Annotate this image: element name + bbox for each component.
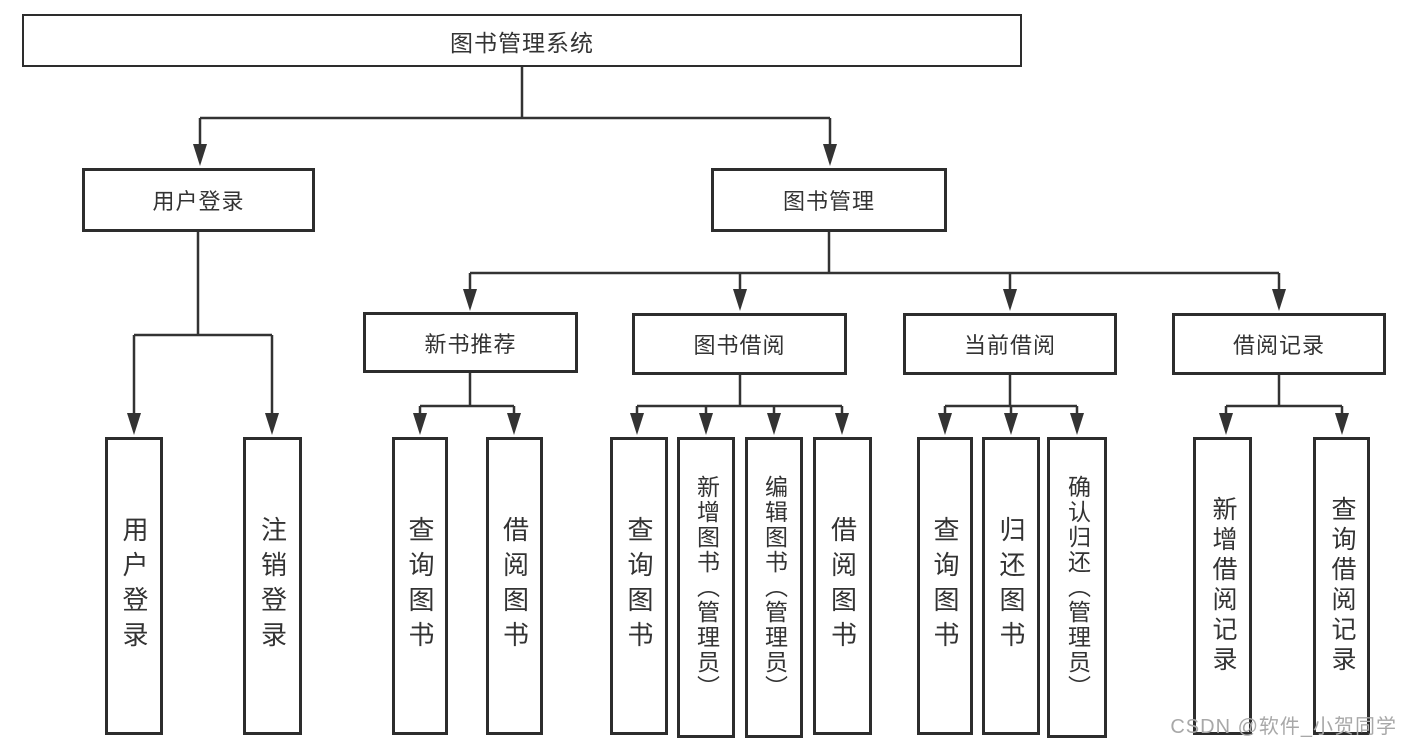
csdn-watermark: CSDN @软件_小贺同学 bbox=[1170, 716, 1397, 738]
leaf-add-borrow-record: 新增借阅记录 bbox=[1193, 437, 1252, 735]
node-current-borrow-label: 当前借阅 bbox=[963, 333, 1056, 358]
node-new-book-recommend-label: 新书推荐 bbox=[424, 331, 517, 357]
leaf-edit-book-admin-label: 编辑图书（管理员） bbox=[761, 475, 788, 700]
leaf-borrow-borrow-books-label: 借阅图书 bbox=[827, 516, 858, 656]
node-user-login-branch: 用户登录 bbox=[82, 168, 315, 232]
leaf-confirm-return-admin-label: 确认归还（管理员） bbox=[1064, 475, 1091, 700]
leaf-add-borrow-record-label: 新增借阅记录 bbox=[1209, 496, 1237, 676]
leaf-borrow-borrow-books: 借阅图书 bbox=[813, 437, 872, 735]
node-user-login-branch-label: 用户登录 bbox=[152, 189, 245, 214]
leaf-return-books: 归还图书 bbox=[982, 437, 1040, 735]
leaf-query-borrow-record-label: 查询借阅记录 bbox=[1328, 496, 1356, 676]
connector-paths bbox=[132, 67, 1344, 418]
arrowheads bbox=[127, 144, 1349, 435]
leaf-borrow-query-books: 查询图书 bbox=[610, 437, 668, 735]
node-book-borrow: 图书借阅 bbox=[632, 313, 847, 375]
leaf-user-login-label: 用户登录 bbox=[119, 516, 149, 656]
node-book-management-label: 图书管理 bbox=[782, 189, 875, 214]
leaf-add-book-admin-label: 新增图书（管理员） bbox=[693, 475, 720, 700]
leaf-logout-label: 注销登录 bbox=[257, 516, 288, 656]
leaf-borrow-query-books-label: 查询图书 bbox=[624, 516, 654, 656]
leaf-current-query-books-label: 查询图书 bbox=[930, 516, 960, 656]
leaf-query-borrow-record: 查询借阅记录 bbox=[1313, 437, 1370, 735]
node-borrow-record-label: 借阅记录 bbox=[1232, 333, 1325, 358]
node-book-borrow-label: 图书借阅 bbox=[693, 333, 786, 358]
leaf-user-login: 用户登录 bbox=[105, 437, 163, 735]
leaf-add-book-admin: 新增图书（管理员） bbox=[677, 437, 735, 738]
leaf-newbook-borrow-books-label: 借阅图书 bbox=[499, 516, 530, 656]
leaf-current-query-books: 查询图书 bbox=[917, 437, 973, 735]
leaf-logout: 注销登录 bbox=[243, 437, 302, 735]
leaf-edit-book-admin: 编辑图书（管理员） bbox=[745, 437, 803, 738]
leaf-return-books-label: 归还图书 bbox=[996, 516, 1026, 656]
leaf-newbook-borrow-books: 借阅图书 bbox=[486, 437, 543, 735]
node-library-system-label: 图书管理系统 bbox=[450, 29, 594, 56]
node-new-book-recommend: 新书推荐 bbox=[363, 312, 578, 373]
node-borrow-record: 借阅记录 bbox=[1172, 313, 1386, 375]
node-book-management: 图书管理 bbox=[711, 168, 947, 232]
leaf-confirm-return-admin: 确认归还（管理员） bbox=[1047, 437, 1107, 738]
node-library-system: 图书管理系统 bbox=[22, 14, 1022, 67]
leaf-newbook-query-books-label: 查询图书 bbox=[405, 516, 435, 656]
leaf-newbook-query-books: 查询图书 bbox=[392, 437, 448, 735]
node-current-borrow: 当前借阅 bbox=[903, 313, 1117, 375]
